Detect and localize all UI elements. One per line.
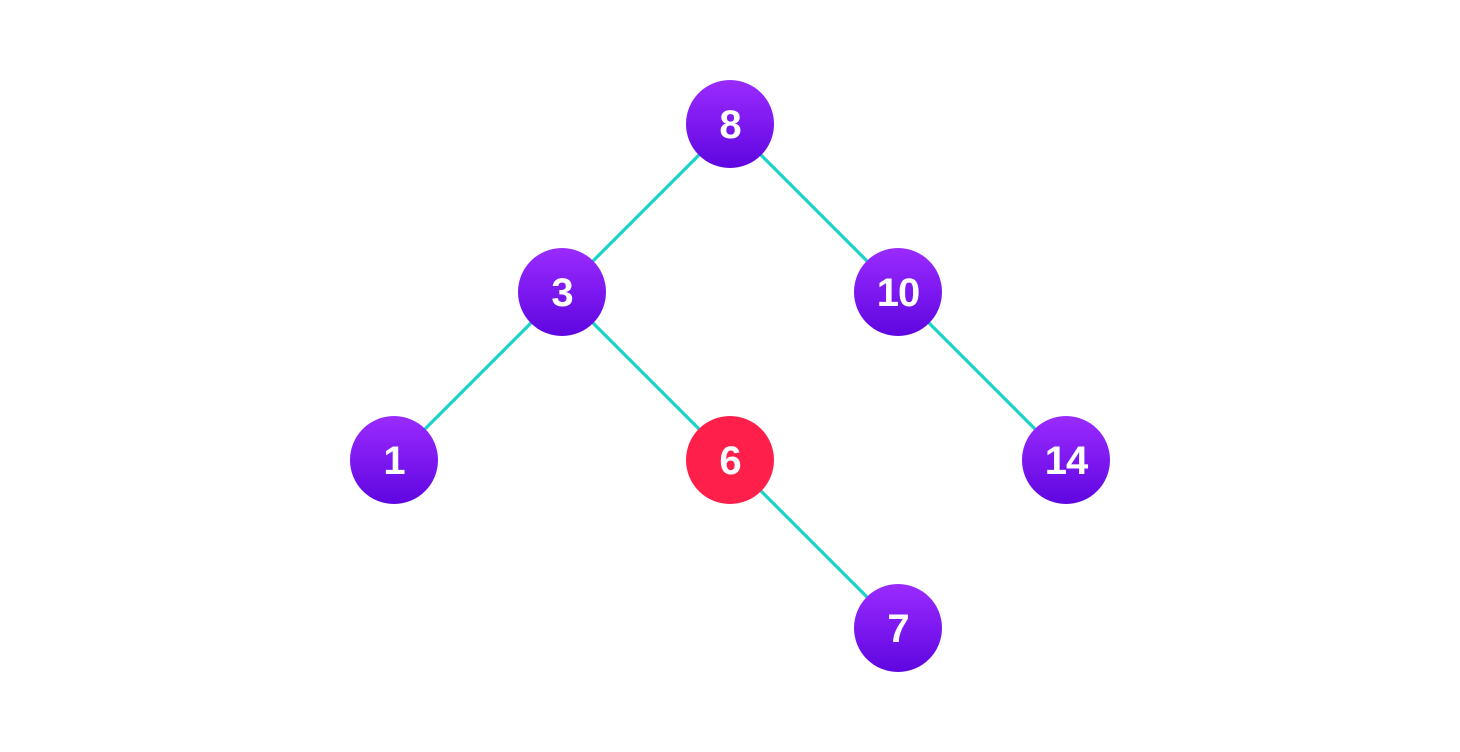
node-circle	[1022, 416, 1110, 504]
tree-node-6: 6	[686, 416, 774, 504]
highlighted-node-circle	[686, 416, 774, 504]
tree-node-14: 14	[1022, 416, 1110, 504]
tree-node-10: 10	[854, 248, 942, 336]
node-circle	[854, 248, 942, 336]
tree-node-8: 8	[686, 80, 774, 168]
edges-layer	[392, 122, 1068, 630]
node-label: 7	[887, 607, 908, 651]
node-label: 8	[719, 103, 741, 147]
tree-node-3: 3	[518, 248, 606, 336]
node-label: 10	[877, 271, 920, 315]
node-circle	[350, 416, 438, 504]
node-circle	[686, 80, 774, 168]
node-label: 3	[551, 271, 572, 315]
node-label: 1	[383, 439, 405, 483]
node-label: 14	[1045, 439, 1089, 483]
node-circle	[854, 584, 942, 672]
nodes-layer: 8 3 10 1 6 14 7	[350, 80, 1110, 672]
tree-node-1: 1	[350, 416, 438, 504]
node-label: 6	[719, 439, 740, 483]
tree-node-7: 7	[854, 584, 942, 672]
node-circle	[518, 248, 606, 336]
